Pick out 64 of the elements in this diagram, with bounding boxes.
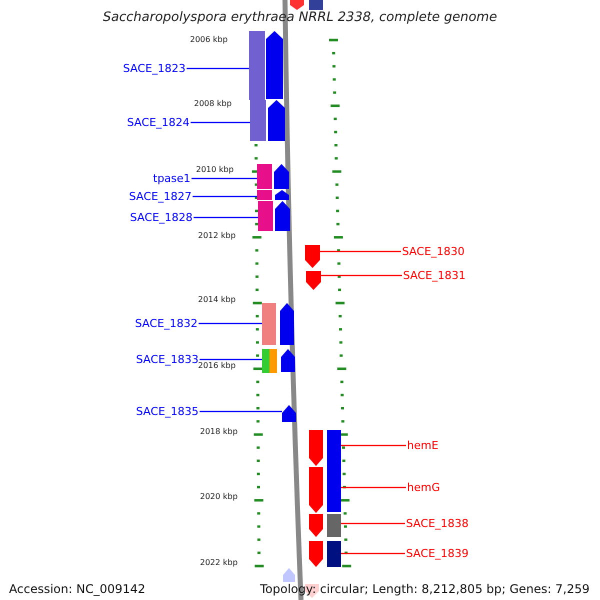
gene-block: [309, 514, 323, 537]
gene-bar: [327, 541, 341, 567]
leader-line: [194, 216, 258, 218]
gene-label: SACE_1828: [130, 211, 193, 224]
gene-label: tpase1: [153, 172, 191, 185]
leader-line: [341, 522, 405, 524]
gene-bar: [262, 349, 277, 373]
title: Saccharopolyspora erythraea NRRL 2338, complete genome: [102, 10, 498, 25]
gene-block: [309, 541, 323, 567]
leader-line: [341, 486, 406, 488]
gene-block: [283, 568, 295, 582]
gene-bar: [309, 0, 323, 10]
scale-label: 2018 kbp: [200, 427, 238, 437]
gene-block: [266, 31, 283, 99]
gene-block: [305, 245, 320, 268]
scale-label: 2020 kbp: [200, 492, 238, 502]
leader-line: [200, 410, 282, 412]
gene-bar: [327, 430, 341, 466]
gene-bar: [257, 164, 272, 189]
scale-label: 2016 kbp: [198, 361, 236, 371]
gene-label: hemG: [407, 481, 440, 494]
gene-bar: [249, 31, 265, 100]
leader-line: [192, 196, 257, 198]
gene-label: SACE_1823: [123, 62, 186, 75]
gene-label: SACE_1835: [136, 405, 199, 418]
leader-line: [190, 122, 250, 124]
gene-bar: [327, 514, 341, 537]
gene-label: SACE_1830: [402, 245, 465, 258]
footer-text: Topology: circular; Length: 8,212,805 bp; Genes: 7,259: [260, 582, 590, 596]
gene-bar: [258, 201, 273, 231]
gene-bar: [327, 466, 341, 512]
leader-line: [341, 444, 406, 446]
gene-block: [309, 430, 323, 466]
gene-label: SACE_1827: [129, 190, 192, 203]
gene-label: SACE_1838: [406, 517, 469, 530]
gene-block: [290, 0, 304, 10]
gene-label: SACE_1833: [136, 353, 199, 366]
gene-bar: [257, 190, 272, 200]
scale-label: 2012 kbp: [198, 231, 236, 241]
scale-label: 2010 kbp: [196, 165, 234, 175]
scale-label: 2022 kbp: [200, 558, 238, 568]
gene-bar: [250, 100, 266, 141]
gene-label: SACE_1831: [403, 269, 466, 282]
gene-label: SACE_1824: [127, 116, 190, 129]
leader-line: [200, 358, 262, 360]
gene-block: [268, 100, 285, 141]
gene-block: [282, 405, 296, 422]
gene-bar: [262, 303, 276, 345]
footer-text: Accession: NC_009142: [9, 582, 146, 596]
leader-line: [198, 322, 262, 324]
scale-label: 2008 kbp: [194, 99, 232, 109]
gene-block: [306, 271, 321, 290]
gene-label: SACE_1832: [135, 317, 198, 330]
leader-line: [192, 178, 257, 180]
gene-label: hemE: [407, 439, 438, 452]
leader-line: [321, 274, 402, 276]
gene-block: [280, 303, 294, 345]
scale-label: 2014 kbp: [198, 295, 236, 305]
gene-block: [281, 349, 295, 372]
gene-label: SACE_1839: [406, 547, 469, 560]
scale-label: 2006 kbp: [190, 35, 228, 45]
leader-line: [320, 250, 401, 252]
leader-line: [186, 68, 249, 70]
leader-line: [341, 552, 405, 554]
